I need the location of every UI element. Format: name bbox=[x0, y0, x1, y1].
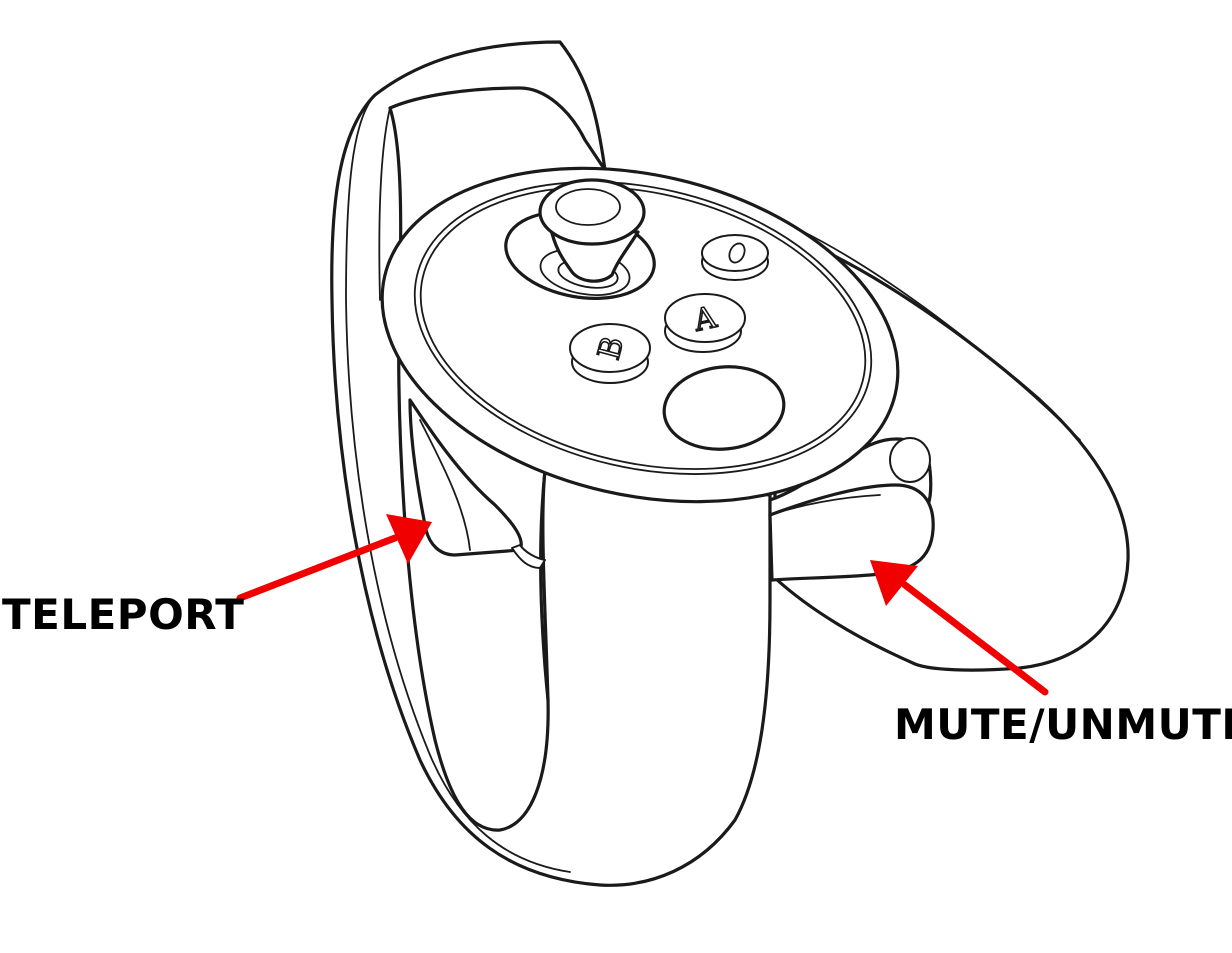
thumbstick bbox=[504, 178, 656, 300]
a-button: A bbox=[664, 293, 746, 353]
grip-button bbox=[768, 483, 935, 582]
mute-unmute-label: MUTE/UNMUTE bbox=[894, 700, 1232, 749]
teleport-label: TELEPORT bbox=[2, 590, 245, 639]
thumb-rest bbox=[662, 365, 786, 451]
mute-arrow bbox=[870, 560, 1049, 696]
teleport-arrow-head bbox=[386, 514, 432, 564]
teleport-trigger bbox=[408, 398, 546, 569]
menu-button bbox=[701, 234, 769, 281]
mute-arrow-line bbox=[901, 581, 1049, 696]
mute-arrow-head bbox=[870, 560, 918, 606]
teleport-arrow-line bbox=[236, 534, 399, 602]
b-button: B bbox=[569, 323, 651, 384]
teleport-arrow bbox=[236, 514, 432, 602]
